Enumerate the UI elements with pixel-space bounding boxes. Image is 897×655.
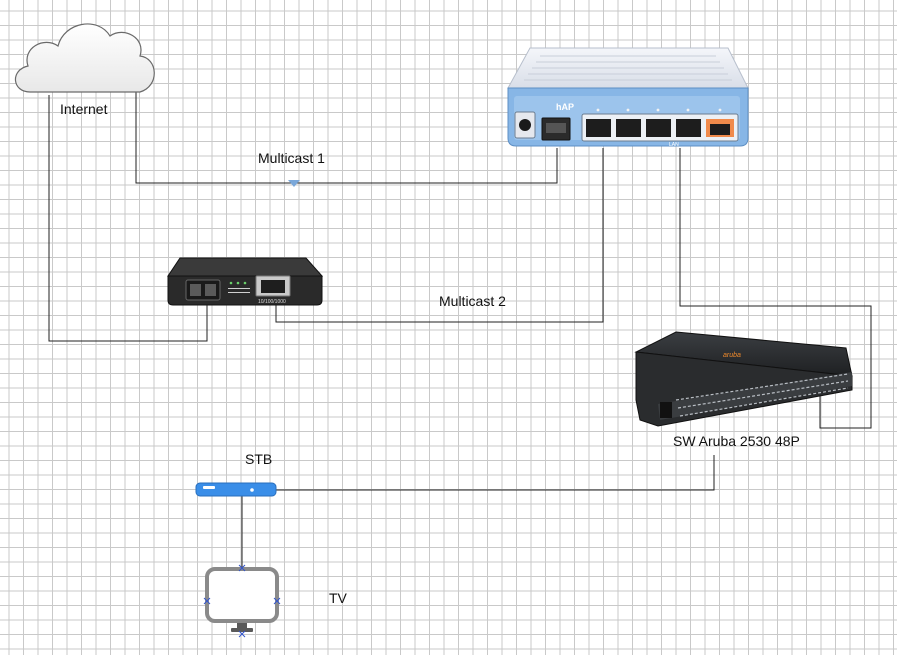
internet-label: Internet [60, 101, 108, 117]
tv-label: TV [329, 590, 347, 606]
switch-brand-logo: aruba [723, 352, 741, 359]
switch-to-stb-line [276, 455, 715, 491]
multicast2-line [275, 148, 604, 323]
media-converter-device: 10/100/1000 [167, 257, 324, 306]
switch-label: SW Aruba 2530 48P [673, 433, 800, 449]
router-lan-label: LAN [669, 142, 679, 148]
stb-device [195, 482, 277, 497]
router-device: hAP LAN [507, 47, 749, 148]
router-to-switch-line [679, 148, 872, 429]
internet-line [48, 95, 208, 342]
media-converter-port-label: 10/100/1000 [258, 299, 286, 305]
switch-device: aruba [634, 331, 853, 427]
multicast1-line [135, 92, 558, 184]
stb-label: STB [245, 451, 273, 467]
router-badge: hAP [556, 102, 574, 112]
multicast1-label: Multicast 1 [258, 150, 325, 166]
tv-device [203, 564, 281, 638]
cloud-icon [14, 23, 155, 93]
multicast2-label: Multicast 2 [439, 293, 506, 309]
multicast1-arrow-marker [288, 180, 300, 187]
